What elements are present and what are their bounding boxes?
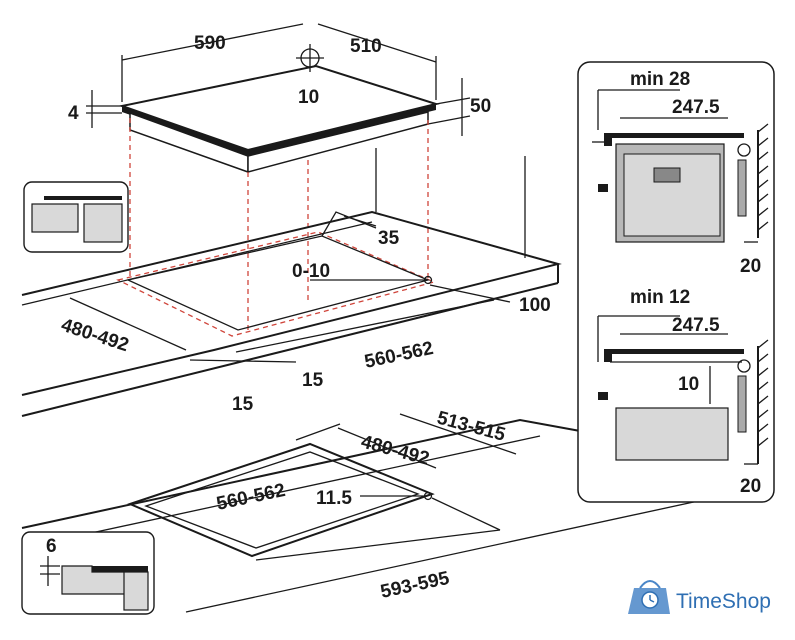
dim-min-gap-upper: min 28 <box>630 69 690 90</box>
dim-rear-clearance: 100 <box>519 295 551 316</box>
hob-drawing: 590 510 10 4 50 <box>68 23 491 174</box>
cutout-opening <box>125 235 431 331</box>
dim-outer-width: 593-595 <box>379 568 452 603</box>
dim-rear-offset: 35 <box>378 228 400 249</box>
brand-watermark: TimeShop <box>628 580 771 614</box>
dim-wall-gap-upper: 20 <box>740 256 761 277</box>
dim-cable-hole: 10 <box>298 87 319 108</box>
dim-hob-width: 590 <box>194 33 226 54</box>
dim-cutout-width: 560-562 <box>363 338 436 373</box>
inset-rebate-profile: 6 <box>21 531 155 615</box>
dim-hob-depth: 510 <box>350 36 382 57</box>
dim-front-offset: 15 <box>232 394 254 415</box>
section-with-oven: min 28 247.5 20 <box>592 69 769 277</box>
dim-outer-depth: 513-515 <box>435 408 508 446</box>
projection-guides <box>116 118 436 337</box>
dim-min-gap-lower: min 12 <box>630 287 690 308</box>
dim-rebate: 11.5 <box>316 488 352 509</box>
dim-inner-width: 560-562 <box>215 480 288 515</box>
flush-rebate-outer <box>127 442 435 558</box>
dim-hob-height: 50 <box>470 96 491 117</box>
dim-inner-depth: 480-492 <box>359 432 432 470</box>
side-panel: min 28 247.5 20 min 12 247.5 10 20 <box>577 61 775 503</box>
hob-glass-edge <box>122 106 248 156</box>
section-with-shelf: min 12 247.5 10 20 <box>597 287 769 497</box>
dim-rebate-depth: 6 <box>46 536 57 557</box>
dim-height-lower: 247.5 <box>672 315 720 336</box>
dim-height-upper: 247.5 <box>672 97 720 118</box>
dim-shelf-gap: 10 <box>678 374 699 395</box>
inset-flush-profile <box>23 181 129 253</box>
shopping-bag-clock-icon <box>628 580 670 614</box>
dim-wall-gap-lower: 20 <box>740 476 761 497</box>
dim-side-offset: 15 <box>302 370 324 391</box>
dim-glass-thickness: 4 <box>68 103 79 124</box>
dim-adjust: 0-10 <box>292 261 330 282</box>
brand-name: TimeShop <box>676 590 771 613</box>
